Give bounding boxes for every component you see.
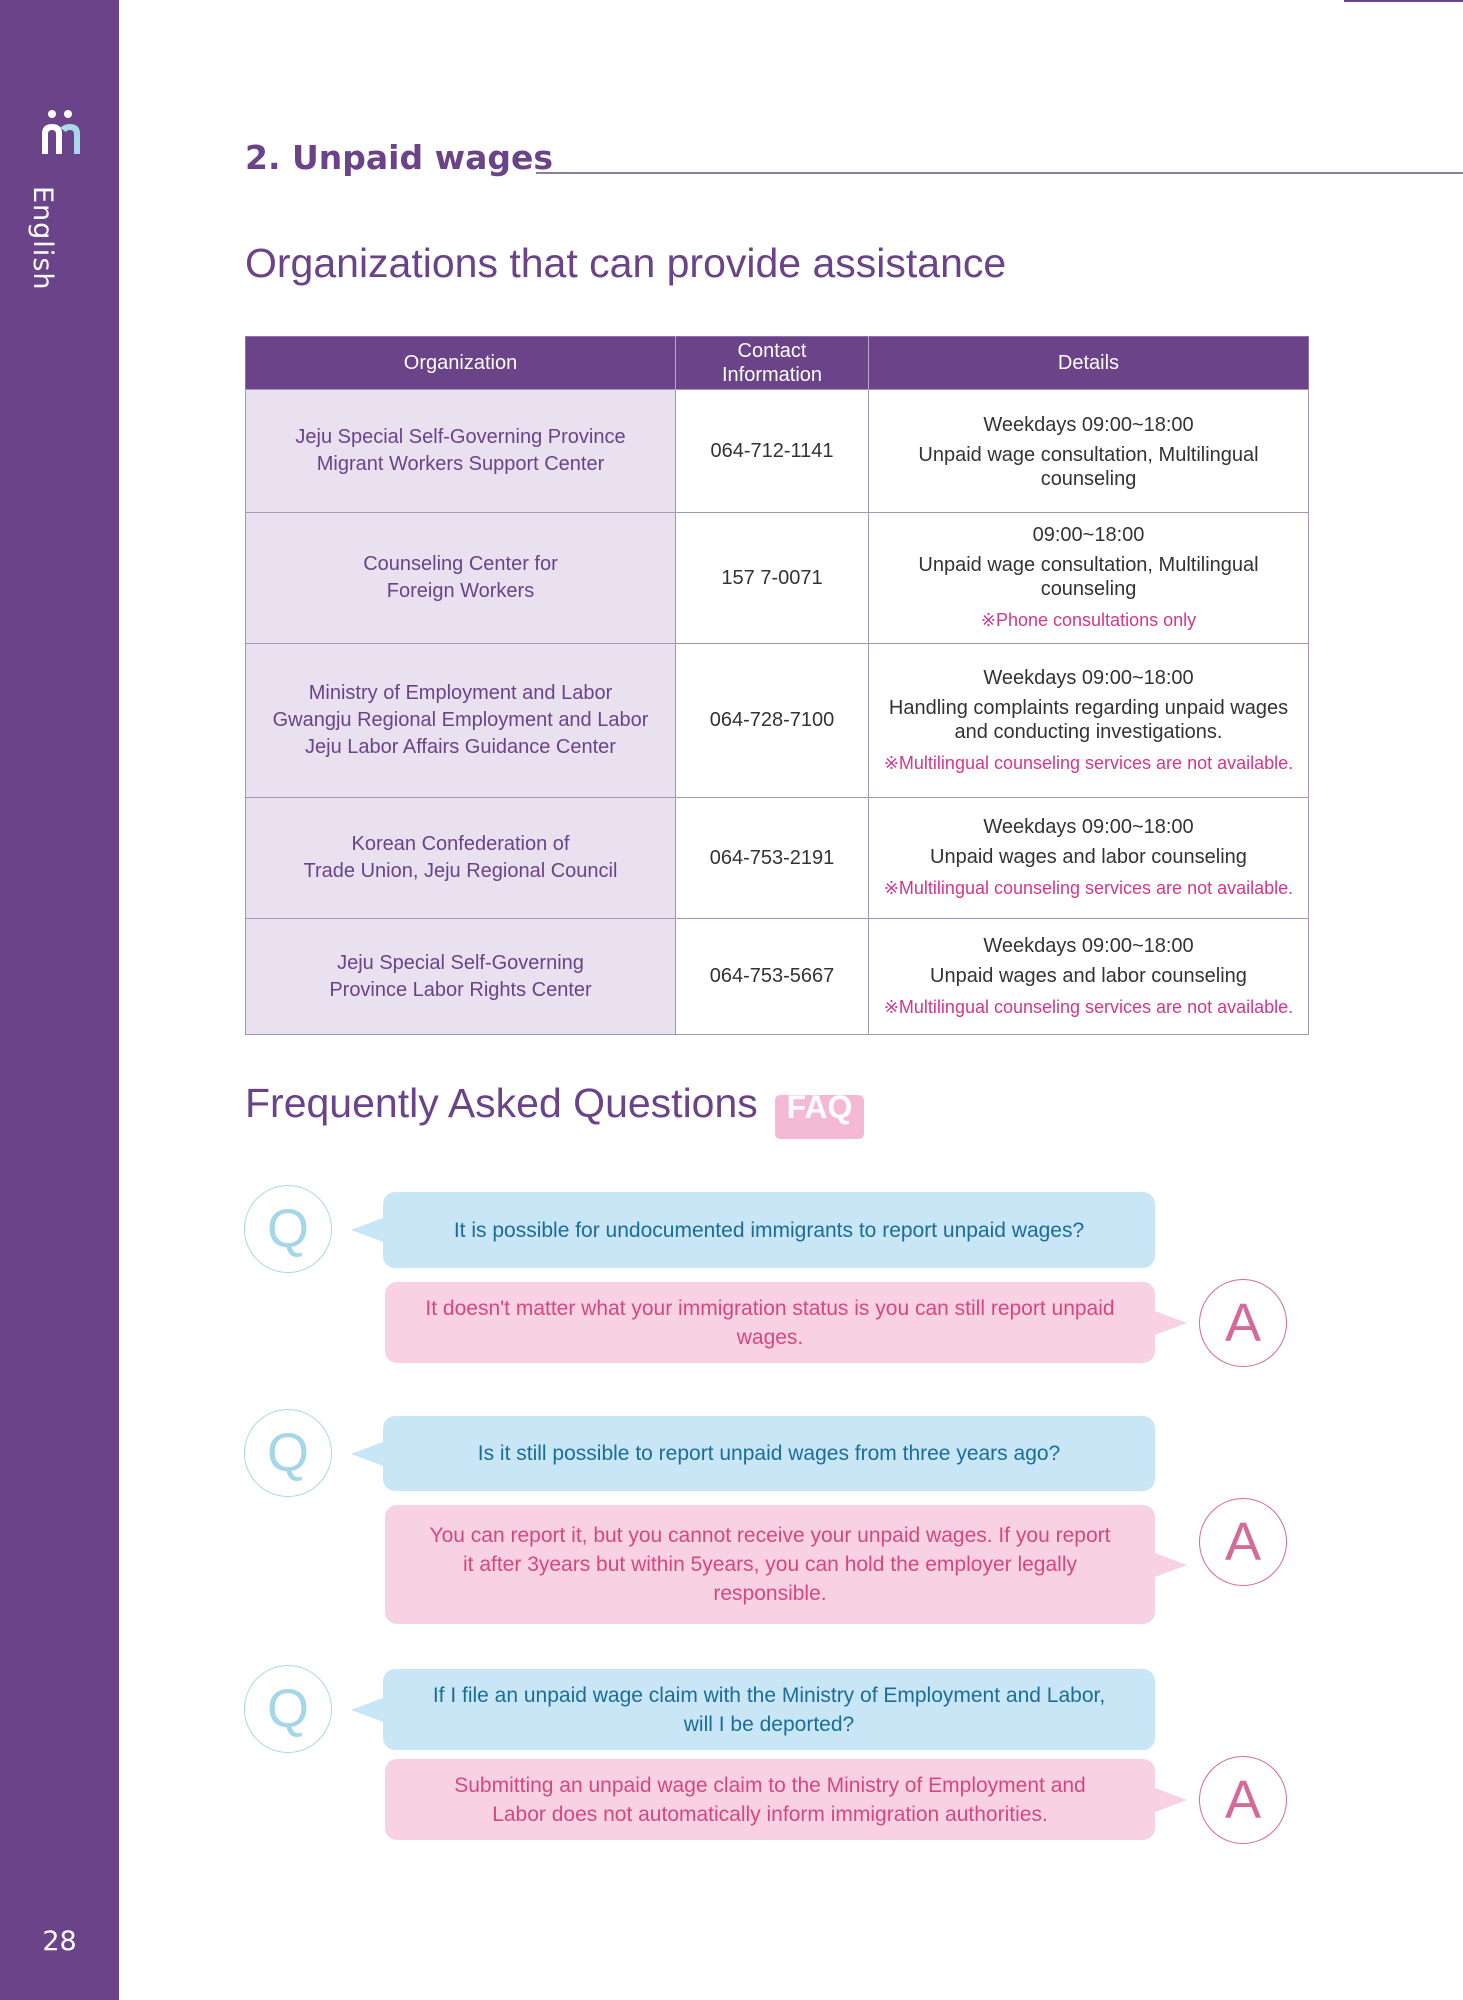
contact-number: 064-728-7100 <box>675 643 869 798</box>
answer-icon: A <box>1199 1756 1287 1844</box>
logo-icon <box>42 110 80 154</box>
hours: Weekdays 09:00~18:00 <box>983 413 1194 436</box>
contact-number: 064-753-2191 <box>675 797 869 919</box>
faq-question: Is it still possible to report unpaid wa… <box>351 1416 1155 1491</box>
answer-text: Submitting an unpaid wage claim to the M… <box>454 1773 1086 1826</box>
note: ※Phone consultations only <box>980 610 1197 630</box>
faq-title: Frequently Asked Questions <box>245 1080 758 1126</box>
table-row: Korean Confederation of Trade Union, Jej… <box>245 797 1309 919</box>
faq-answer: Submitting an unpaid wage claim to the M… <box>385 1759 1187 1840</box>
organization-name: Jeju Special Self-Governing Province Mig… <box>245 389 676 513</box>
description: Unpaid wages and labor counseling <box>930 846 1247 868</box>
answer-icon: A <box>1199 1498 1287 1586</box>
page-number: 28 <box>42 1926 77 1957</box>
organizations-table: Organization Contact Information Details… <box>245 336 1309 1035</box>
contact-number: 157 7-0071 <box>675 512 869 644</box>
hours: Weekdays 09:00~18:00 <box>983 666 1194 689</box>
hours: 09:00~18:00 <box>1032 524 1145 546</box>
faq-answer: You can report it, but you cannot receiv… <box>385 1505 1187 1624</box>
language-label: English <box>27 186 58 291</box>
note: ※Multilingual counseling services are no… <box>883 996 1294 1017</box>
organization-name: Korean Confederation of Trade Union, Jej… <box>245 797 676 919</box>
table-row: Jeju Special Self-Governing Province Lab… <box>245 918 1309 1035</box>
contact-number: 064-753-5667 <box>675 918 869 1035</box>
hours: Weekdays 09:00~18:00 <box>983 934 1194 957</box>
table-row: Counseling Center for Foreign Workers 15… <box>245 512 1309 644</box>
faq-badge: FAQ <box>775 1095 864 1139</box>
header-organization: Organization <box>245 336 676 390</box>
details-cell: 09:00~18:00 Unpaid wage consultation, Mu… <box>868 512 1309 644</box>
sidebar: English 28 <box>0 0 119 2000</box>
title-divider <box>536 172 1463 174</box>
section-subtitle: Organizations that can provide assistanc… <box>245 240 1007 286</box>
details-cell: Weekdays 09:00~18:00 Handling complaints… <box>868 643 1309 798</box>
question-icon: Q <box>244 1185 332 1273</box>
top-divider <box>1344 0 1463 2</box>
header-details: Details <box>868 336 1309 390</box>
note: ※Multilingual counseling services are no… <box>883 878 1294 898</box>
organization-name: Jeju Special Self-Governing Province Lab… <box>245 918 676 1035</box>
question-text: Is it still possible to report unpaid wa… <box>477 1442 1061 1465</box>
header-contact: Contact Information <box>675 336 869 390</box>
organization-name: Ministry of Employment and Labor Gwangju… <box>245 643 676 798</box>
answer-text: You can report it, but you cannot receiv… <box>429 1524 1111 1605</box>
question-icon: Q <box>244 1665 332 1753</box>
question-text: It is possible for undocumented immigran… <box>453 1218 1085 1242</box>
table-header: Organization Contact Information Details <box>245 336 1309 390</box>
note: ※Multilingual counseling services are no… <box>883 752 1294 773</box>
table-row: Ministry of Employment and Labor Gwangju… <box>245 643 1309 798</box>
question-icon: Q <box>244 1409 332 1497</box>
details-cell: Weekdays 09:00~18:00 Unpaid wage consult… <box>868 389 1309 513</box>
faq-question: It is possible for undocumented immigran… <box>351 1192 1155 1268</box>
faq-answer: It doesn't matter what your immigration … <box>385 1282 1187 1363</box>
organization-name: Counseling Center for Foreign Workers <box>245 512 676 644</box>
question-text: If I file an unpaid wage claim with the … <box>432 1683 1106 1736</box>
description: Handling complaints regarding unpaid wag… <box>888 696 1289 743</box>
answer-text: It doesn't matter what your immigration … <box>425 1296 1115 1349</box>
description: Unpaid wages and labor counseling <box>930 964 1247 987</box>
table-row: Jeju Special Self-Governing Province Mig… <box>245 389 1309 513</box>
contact-number: 064-712-1141 <box>675 389 869 513</box>
description: Unpaid wage consultation, Multilingual c… <box>918 554 1259 600</box>
faq-question: If I file an unpaid wage claim with the … <box>351 1669 1155 1750</box>
answer-icon: A <box>1199 1279 1287 1367</box>
section-title: 2. Unpaid wages <box>245 138 553 177</box>
description: Unpaid wage consultation, Multilingual c… <box>918 443 1259 490</box>
details-cell: Weekdays 09:00~18:00 Unpaid wages and la… <box>868 918 1309 1035</box>
hours: Weekdays 09:00~18:00 <box>983 816 1194 838</box>
details-cell: Weekdays 09:00~18:00 Unpaid wages and la… <box>868 797 1309 919</box>
